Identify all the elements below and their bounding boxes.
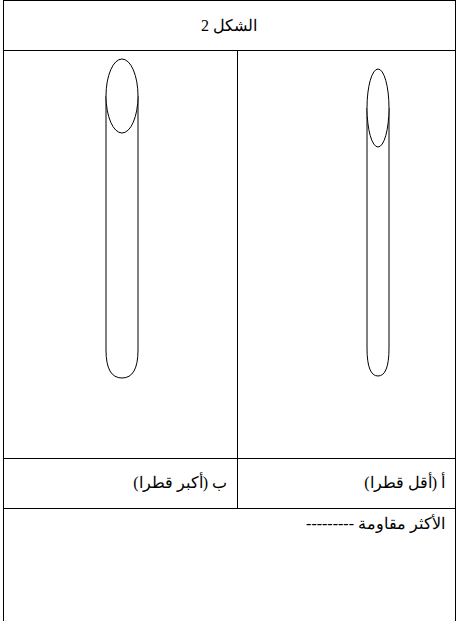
- wire-thin-end: [367, 69, 389, 147]
- wire-thick-end: [106, 59, 138, 133]
- table-cell-text: أ (أقل قطرا): [364, 473, 445, 492]
- column-line: [237, 51, 238, 509]
- table-cell-text: ب (أكبر قطرا): [133, 473, 227, 492]
- wire-thin: [367, 108, 389, 376]
- figure-title: الشكل 2: [201, 16, 257, 35]
- row-line: [4, 458, 456, 459]
- row-line: [4, 508, 456, 509]
- table-border: [4, 1, 456, 621]
- row-line: [4, 50, 456, 51]
- table-cell-text: الأكثر مقاومة ---------: [306, 514, 445, 533]
- wire-thick: [106, 96, 138, 378]
